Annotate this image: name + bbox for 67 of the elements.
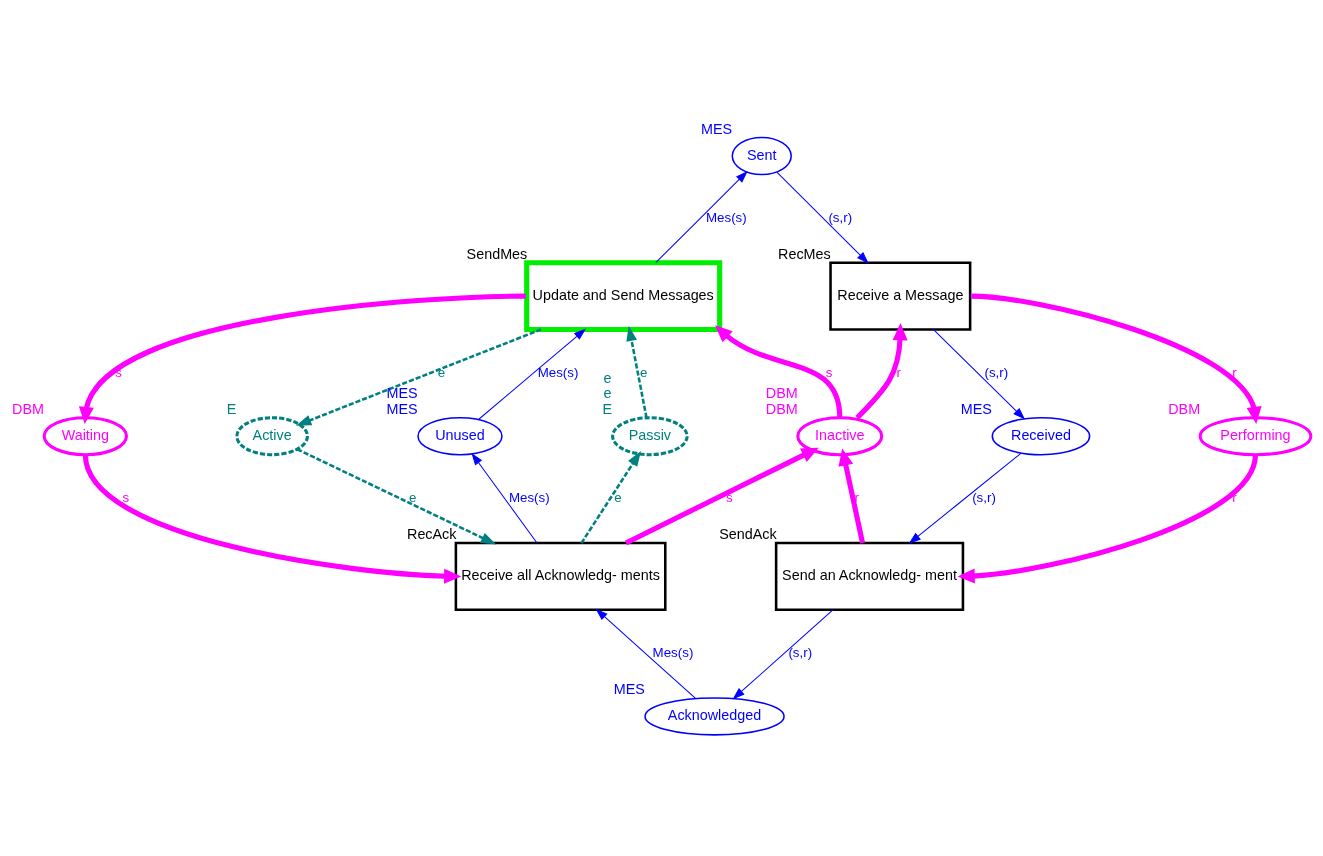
arrow xyxy=(908,452,1022,544)
arrow xyxy=(714,324,843,418)
node-label: E xyxy=(226,400,237,417)
node-ellipse: Inactive xyxy=(796,415,884,456)
edge-label: s xyxy=(726,489,733,505)
node-label: MES xyxy=(613,680,645,697)
edge-label: Mes(s) xyxy=(537,364,579,380)
arrow xyxy=(82,453,462,584)
node-ellipse: Active xyxy=(235,415,309,456)
node-ellipse: Passiv xyxy=(611,415,689,456)
arrow xyxy=(932,328,1026,420)
arrow xyxy=(78,293,526,424)
arrow xyxy=(655,170,748,263)
arrow xyxy=(580,450,642,544)
node-label: DBM xyxy=(765,400,798,417)
node-label: MES xyxy=(386,384,418,401)
node-label: DBM xyxy=(12,400,45,417)
arrow xyxy=(838,447,866,543)
edge-label: Mes(s) xyxy=(705,209,747,225)
arrow xyxy=(595,608,697,699)
node-label: MES xyxy=(700,120,733,137)
node-ellipse: Performing xyxy=(1198,415,1313,456)
arrow xyxy=(478,327,587,420)
edge-label: e xyxy=(640,364,648,380)
node-box: Receive a Message xyxy=(829,260,972,331)
edge-label: s xyxy=(825,364,833,380)
node-label: e xyxy=(603,384,612,401)
arrow xyxy=(855,322,908,420)
node-label: DBM xyxy=(765,384,798,401)
node-label: DBM xyxy=(1168,400,1201,417)
arrow xyxy=(624,447,819,545)
node-ellipse: Waiting xyxy=(42,415,129,456)
node-label: RecMes xyxy=(778,245,831,262)
node-box: Receive all Acknowledg- ments xyxy=(454,541,667,611)
node-label: e xyxy=(603,369,612,386)
node-label: RecAck xyxy=(407,525,457,542)
node-label: MES xyxy=(386,400,418,417)
arrow xyxy=(296,447,497,544)
edge-label: (s,r) xyxy=(788,644,813,660)
edge-label: e xyxy=(614,489,622,505)
arrow xyxy=(957,453,1258,584)
node-label: SendAck xyxy=(719,525,777,542)
node-label: E xyxy=(602,400,613,417)
edge-label: r xyxy=(896,364,902,380)
node-label: MES xyxy=(960,400,992,417)
node-ellipse: Received xyxy=(991,416,1091,455)
node-box: Update and Send Messages xyxy=(524,259,723,332)
arrow xyxy=(732,608,834,699)
node-label: SendMes xyxy=(466,245,528,262)
arrow xyxy=(971,293,1262,424)
edge-label: Mes(s) xyxy=(652,644,694,660)
arrow xyxy=(626,325,648,418)
node-ellipse: Acknowledged xyxy=(644,696,785,736)
node-ellipse: Unused xyxy=(417,416,503,455)
node-ellipse: Sent xyxy=(731,136,792,175)
node-box: Send an Acknowledg- ment xyxy=(774,541,965,611)
arrow xyxy=(471,452,538,543)
edge-label: Mes(s) xyxy=(508,489,550,505)
arrow xyxy=(776,171,869,264)
edge-label: (s,r) xyxy=(828,209,853,225)
edge-label: (s,r) xyxy=(984,364,1009,380)
edge-label: e xyxy=(437,364,446,380)
edge-label: e xyxy=(409,489,417,505)
edge-label: s xyxy=(122,489,130,505)
edge-label: (s,r) xyxy=(972,489,996,505)
edge-label: r xyxy=(1232,364,1237,380)
arrow xyxy=(295,327,542,426)
